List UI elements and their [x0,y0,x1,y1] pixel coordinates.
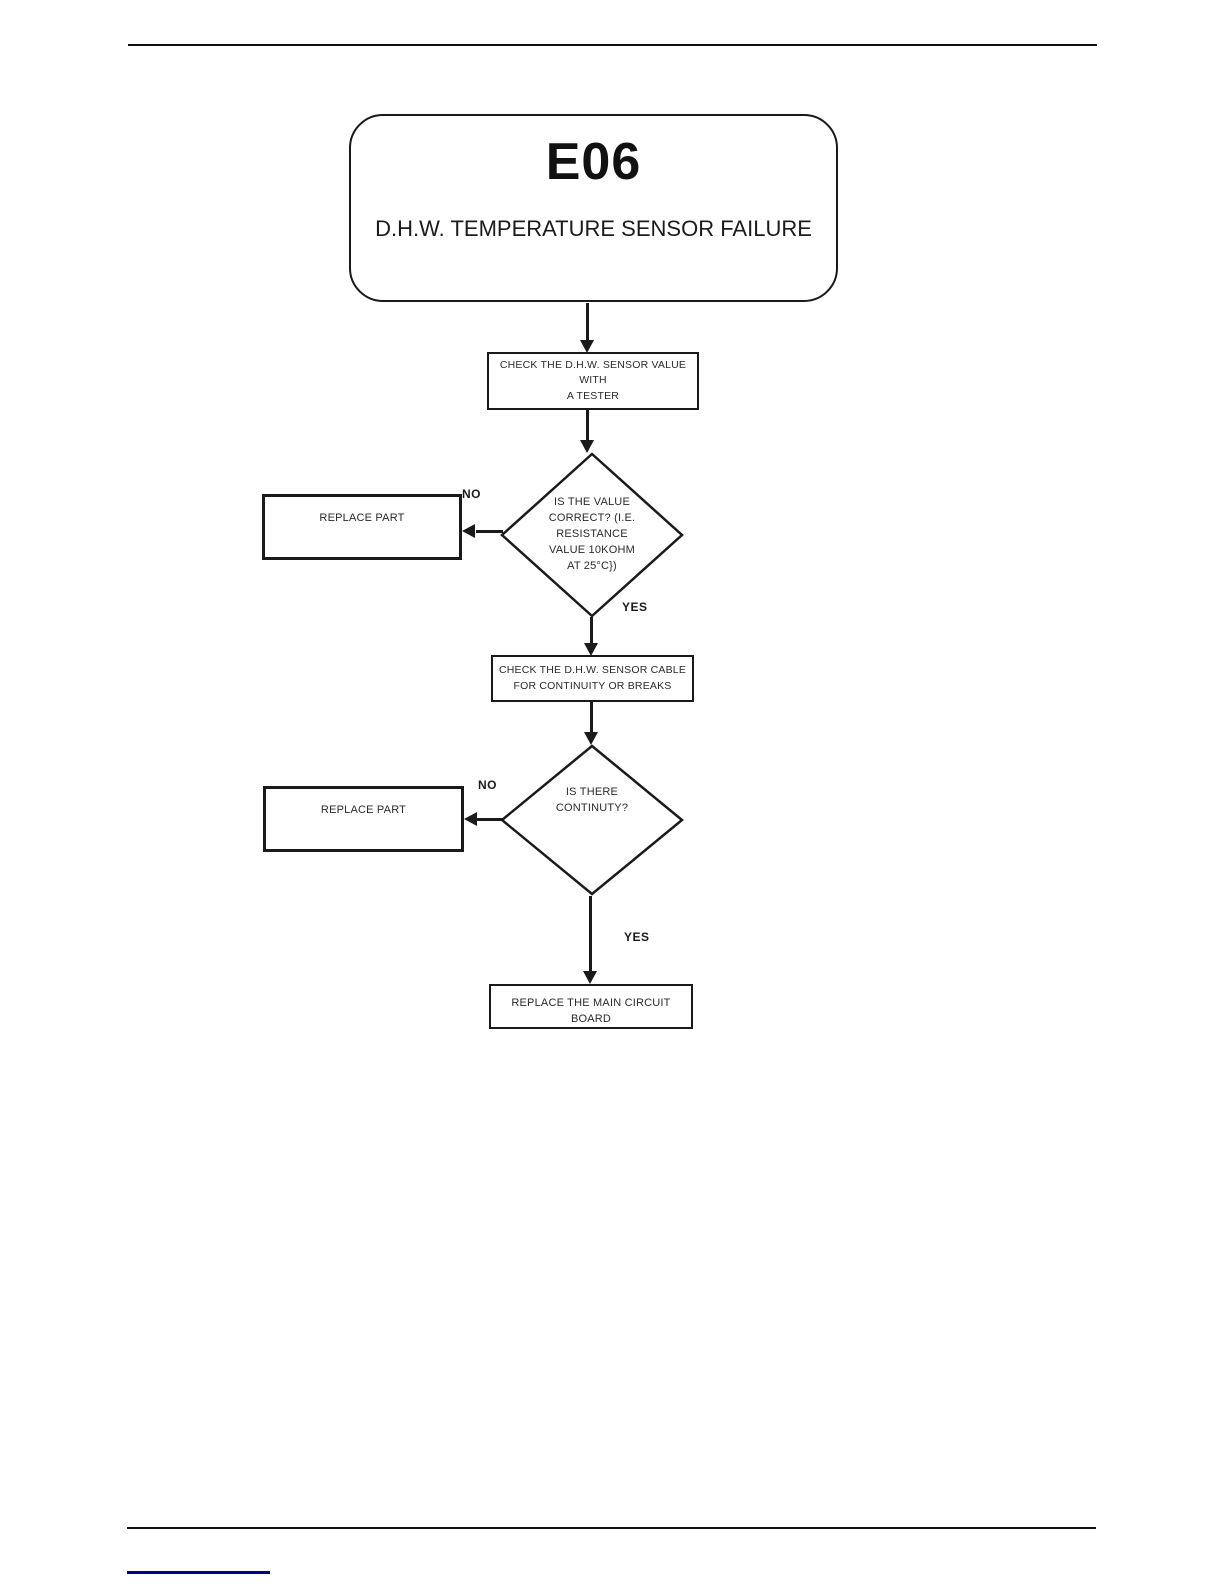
label-no-decision2: NO [478,778,497,792]
footer-link-underline[interactable] [127,1571,270,1574]
connector-decision1-to-step2 [590,617,593,644]
connector-decision2-to-replace2 [477,818,503,821]
step-check-sensor-value-label: CHECK THE D.H.W. SENSOR VALUE WITH A TES… [499,359,687,402]
arrowhead-left-replace1 [462,524,475,538]
decision-value-correct: IS THE VALUE CORRECT? (I.E. RESISTANCE V… [500,452,684,618]
decision-continuity-label: IS THERE CONTINUTY? [555,786,629,814]
arrowhead-down-final [583,971,597,984]
label-yes-decision1: YES [622,600,648,614]
connector-step2-to-decision2 [590,702,593,733]
connector-terminator-to-step1 [586,303,589,341]
label-yes-decision2: YES [624,930,650,944]
footer-rule [127,1527,1096,1529]
connector-step1-to-decision1 [586,410,589,441]
decision-value-correct-outline [500,452,684,618]
label-no-decision1: NO [462,487,481,501]
step-check-sensor-cable: CHECK THE D.H.W. SENSOR CABLE FOR CONTIN… [491,655,694,702]
decision-value-correct-label: IS THE VALUE CORRECT? (I.E. RESISTANCE V… [548,496,636,572]
action-replace-main-circuit-board: REPLACE THE MAIN CIRCUIT BOARD [489,984,693,1029]
connector-decision1-to-replace1 [476,530,503,533]
connector-decision2-to-final [589,896,592,971]
terminator-error-code: E06 D.H.W. TEMPERATURE SENSOR FAILURE [349,114,838,302]
action-replace-part-2: REPLACE PART [263,786,464,852]
action-replace-main-circuit-board-label: REPLACE THE MAIN CIRCUIT BOARD [511,997,671,1025]
step-check-sensor-cable-label: CHECK THE D.H.W. SENSOR CABLE FOR CONTIN… [498,664,687,692]
action-replace-part-2-label: REPLACE PART [320,804,407,816]
arrowhead-down-decision2 [584,732,598,745]
action-replace-part-1-label: REPLACE PART [319,512,405,524]
arrowhead-down-step2 [584,643,598,656]
arrowhead-left-replace2 [464,812,477,826]
action-replace-part-1: REPLACE PART [262,494,462,560]
arrowhead-down-decision1 [580,440,594,453]
arrowhead-down-step1 [580,340,594,353]
decision-continuity-outline [500,744,684,896]
error-title-text: D.H.W. TEMPERATURE SENSOR FAILURE [375,216,812,241]
error-code-text: E06 [545,133,642,191]
step-check-sensor-value: CHECK THE D.H.W. SENSOR VALUE WITH A TES… [487,352,699,410]
header-rule [128,44,1097,46]
decision-continuity: IS THERE CONTINUTY? [500,744,684,896]
